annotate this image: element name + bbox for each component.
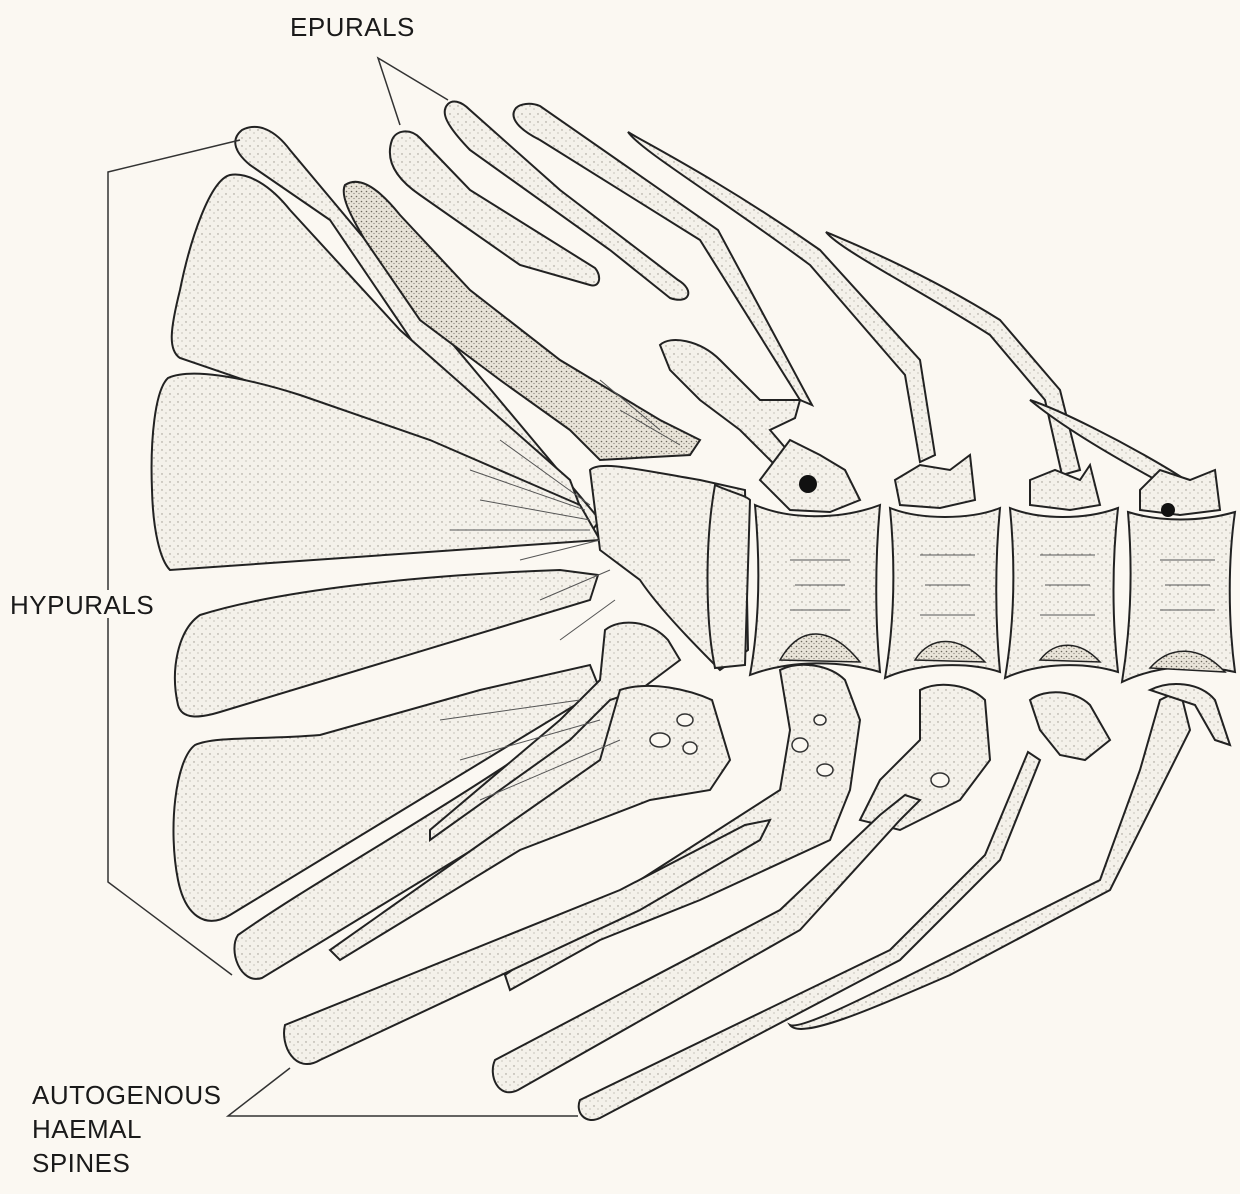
foramen-7 bbox=[931, 773, 949, 787]
foramen-1 bbox=[650, 733, 670, 747]
neural-spine-base-2 bbox=[895, 455, 975, 508]
haemal-spine-plate-4 bbox=[1030, 692, 1110, 760]
vertebra-0-centrum bbox=[708, 485, 751, 668]
vertebral-column bbox=[708, 440, 1236, 682]
neural-spine-base-4 bbox=[1140, 470, 1220, 515]
epurals-label: EPURALS bbox=[290, 10, 415, 44]
epural-leader bbox=[378, 58, 448, 125]
neural-spines bbox=[628, 132, 1210, 505]
foramen-dark-2 bbox=[1161, 503, 1175, 517]
haemal-label-line-1: AUTOGENOUS bbox=[32, 1078, 221, 1112]
foramen-6 bbox=[814, 715, 826, 725]
foramen-3 bbox=[683, 742, 697, 754]
haemal-label-line-3: SPINES bbox=[32, 1146, 221, 1180]
foramen-2 bbox=[677, 714, 693, 726]
neural-spine-2 bbox=[826, 232, 1080, 475]
haemal-spine-plate-3 bbox=[860, 685, 990, 830]
foramen-5 bbox=[817, 764, 833, 776]
foramen-dark-1 bbox=[799, 475, 817, 493]
foramen-4 bbox=[792, 738, 808, 752]
haemal-label-line-2: HAEMAL bbox=[32, 1112, 221, 1146]
hypurals-label: HYPURALS bbox=[10, 588, 154, 622]
autogenous-haemal-spines-label: AUTOGENOUS HAEMAL SPINES bbox=[32, 1078, 221, 1180]
